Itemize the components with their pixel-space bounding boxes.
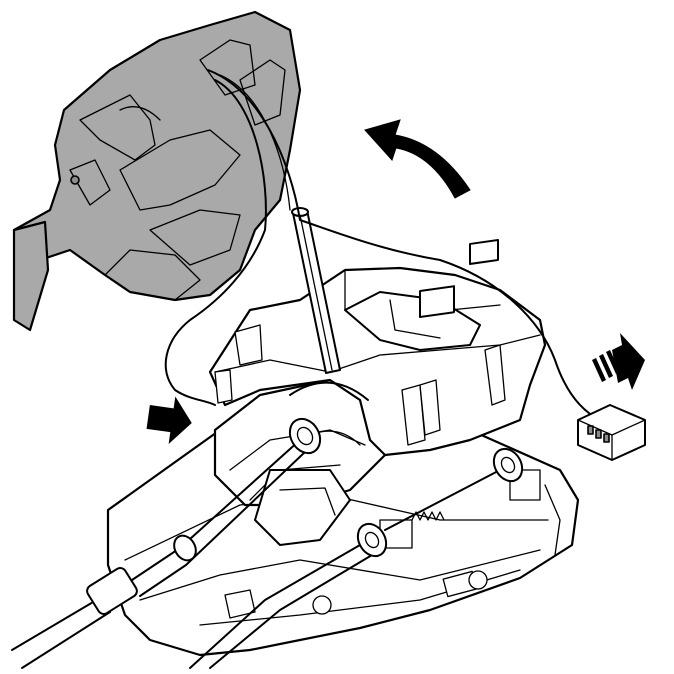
pointer-arrow-icon xyxy=(146,396,192,445)
pull-direction-arrow-icon xyxy=(592,333,645,390)
harness-connector xyxy=(577,404,646,461)
shift-lever-rod xyxy=(291,207,341,374)
shift-cables xyxy=(11,417,524,669)
removed-cover-panel xyxy=(12,10,302,332)
selector-housing-top xyxy=(208,239,547,457)
wiring-harness xyxy=(164,69,646,461)
curved-rotation-arrow-icon xyxy=(364,119,471,199)
